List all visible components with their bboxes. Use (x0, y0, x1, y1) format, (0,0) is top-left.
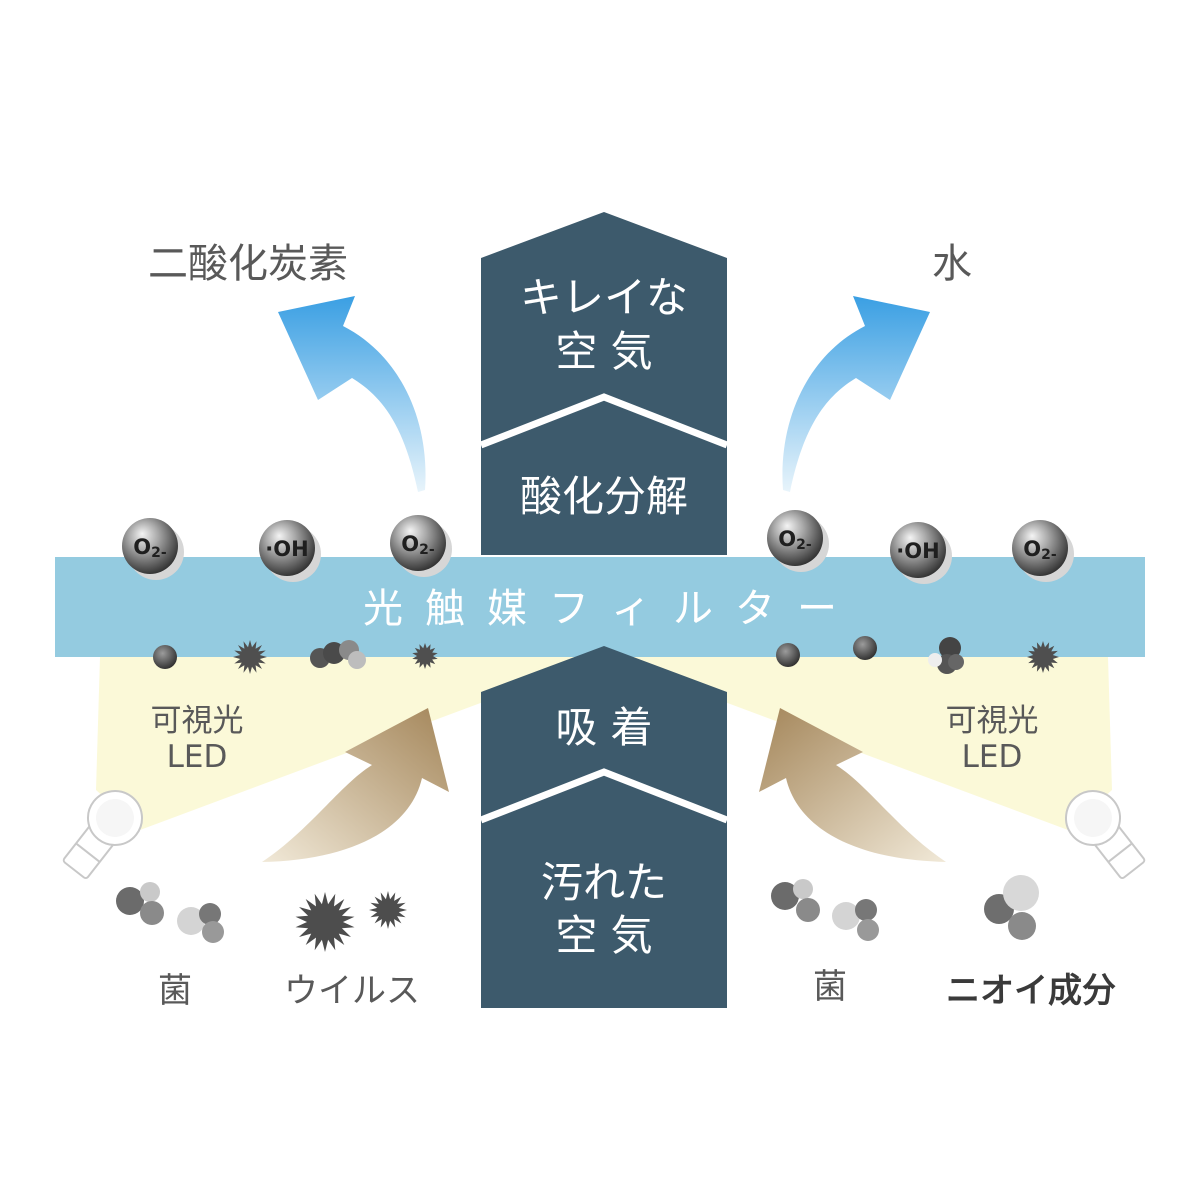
adsorbed-virus-icon (233, 640, 267, 674)
bacteria-label-right: 菌 (813, 967, 847, 1007)
carbon-dioxide-arrow (278, 296, 426, 492)
svg-text:·OH: ·OH (265, 537, 308, 561)
virus-label: ウイルス (284, 971, 420, 1011)
molecule-oh-1: ·OH (259, 520, 321, 582)
svg-text:O2-: O2- (1023, 537, 1057, 563)
bacteria-icon-left (116, 882, 224, 943)
dirty-air-label-line2: 空 気 (555, 911, 652, 960)
molecule-o2-3: O2- (767, 510, 829, 572)
adsorbed-virus-icon (1027, 641, 1059, 673)
led-lamp-left-icon (62, 790, 143, 880)
bottom-arrow-divider (479, 768, 729, 824)
adsorbed-particle (853, 636, 877, 660)
odor-molecule-icon (984, 875, 1039, 940)
bacteria-icon-right (771, 879, 879, 941)
svg-text:O2-: O2- (401, 532, 435, 558)
dirty-air-arrow (481, 646, 727, 1008)
svg-text:·OH: ·OH (896, 539, 939, 563)
clean-air-label-line2: 空 気 (555, 327, 652, 376)
virus-icon-large (295, 892, 355, 952)
molecule-o2-4: O2- (1012, 520, 1074, 582)
light-beam-right (604, 657, 1112, 830)
led-left-label-line2: LED (167, 739, 228, 775)
led-lamp-right-icon (1065, 790, 1146, 880)
molecule-o2-2: O2- (390, 515, 452, 577)
carbon-dioxide-label: 二酸化炭素 (148, 241, 348, 287)
svg-text:O2-: O2- (133, 535, 167, 561)
light-beam-left (96, 657, 604, 830)
oxidative-decomposition-label: 酸化分解 (520, 472, 688, 521)
filter-label: 光 触 媒 フ ィ ル タ ー (363, 586, 837, 632)
led-left-label-line1: 可視光 (151, 703, 244, 739)
svg-text:O2-: O2- (778, 527, 812, 553)
photocatalyst-filter (55, 557, 1145, 657)
virus-icon-small (369, 891, 407, 929)
clean-air-label-line1: キレイな (520, 273, 688, 322)
clean-air-arrow (481, 212, 727, 555)
top-arrow-divider (479, 393, 729, 449)
led-right-label-line1: 可視光 (946, 703, 1039, 739)
intake-arrow-right (759, 708, 946, 862)
water-arrow (782, 296, 930, 492)
adsorbed-virus-icon (412, 643, 438, 669)
adsorbed-odor-cluster (928, 637, 964, 674)
water-label: 水 (932, 241, 972, 287)
adsorption-label: 吸 着 (555, 703, 652, 752)
adsorbed-particle (153, 645, 177, 669)
odor-label: ニオイ成分 (946, 971, 1116, 1011)
adsorbed-particle (776, 643, 800, 667)
intake-arrow-left (262, 708, 449, 862)
led-right-label-line2: LED (962, 739, 1023, 775)
bacteria-label-left: 菌 (158, 971, 192, 1011)
dirty-air-label-line1: 汚れた (541, 858, 667, 907)
adsorbed-bacteria-cluster (310, 640, 366, 669)
molecule-o2-1: O2- (122, 518, 184, 580)
molecule-oh-2: ·OH (890, 522, 952, 584)
